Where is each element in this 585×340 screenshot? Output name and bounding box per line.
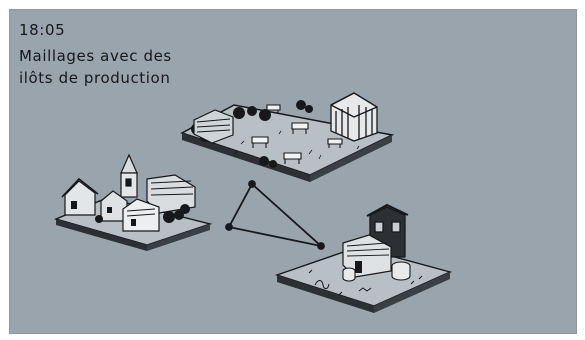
caption-line-1: Maillages avec des	[19, 47, 172, 65]
sketch-time: 18:05	[19, 21, 66, 39]
farm-island	[180, 92, 395, 182]
sketch-caption: Maillages avec des ilôts de production	[19, 45, 172, 89]
workshop-island	[274, 203, 453, 313]
village-island	[53, 153, 213, 251]
network-triangle	[225, 180, 325, 250]
sketch-paper: 18:05 Maillages avec des ilôts de produc…	[9, 9, 577, 334]
sketch-drawing	[53, 92, 453, 313]
church-icon	[120, 153, 138, 198]
barn-icon	[330, 92, 378, 142]
cows	[251, 104, 343, 164]
caption-line-2: ilôts de production	[19, 69, 171, 87]
